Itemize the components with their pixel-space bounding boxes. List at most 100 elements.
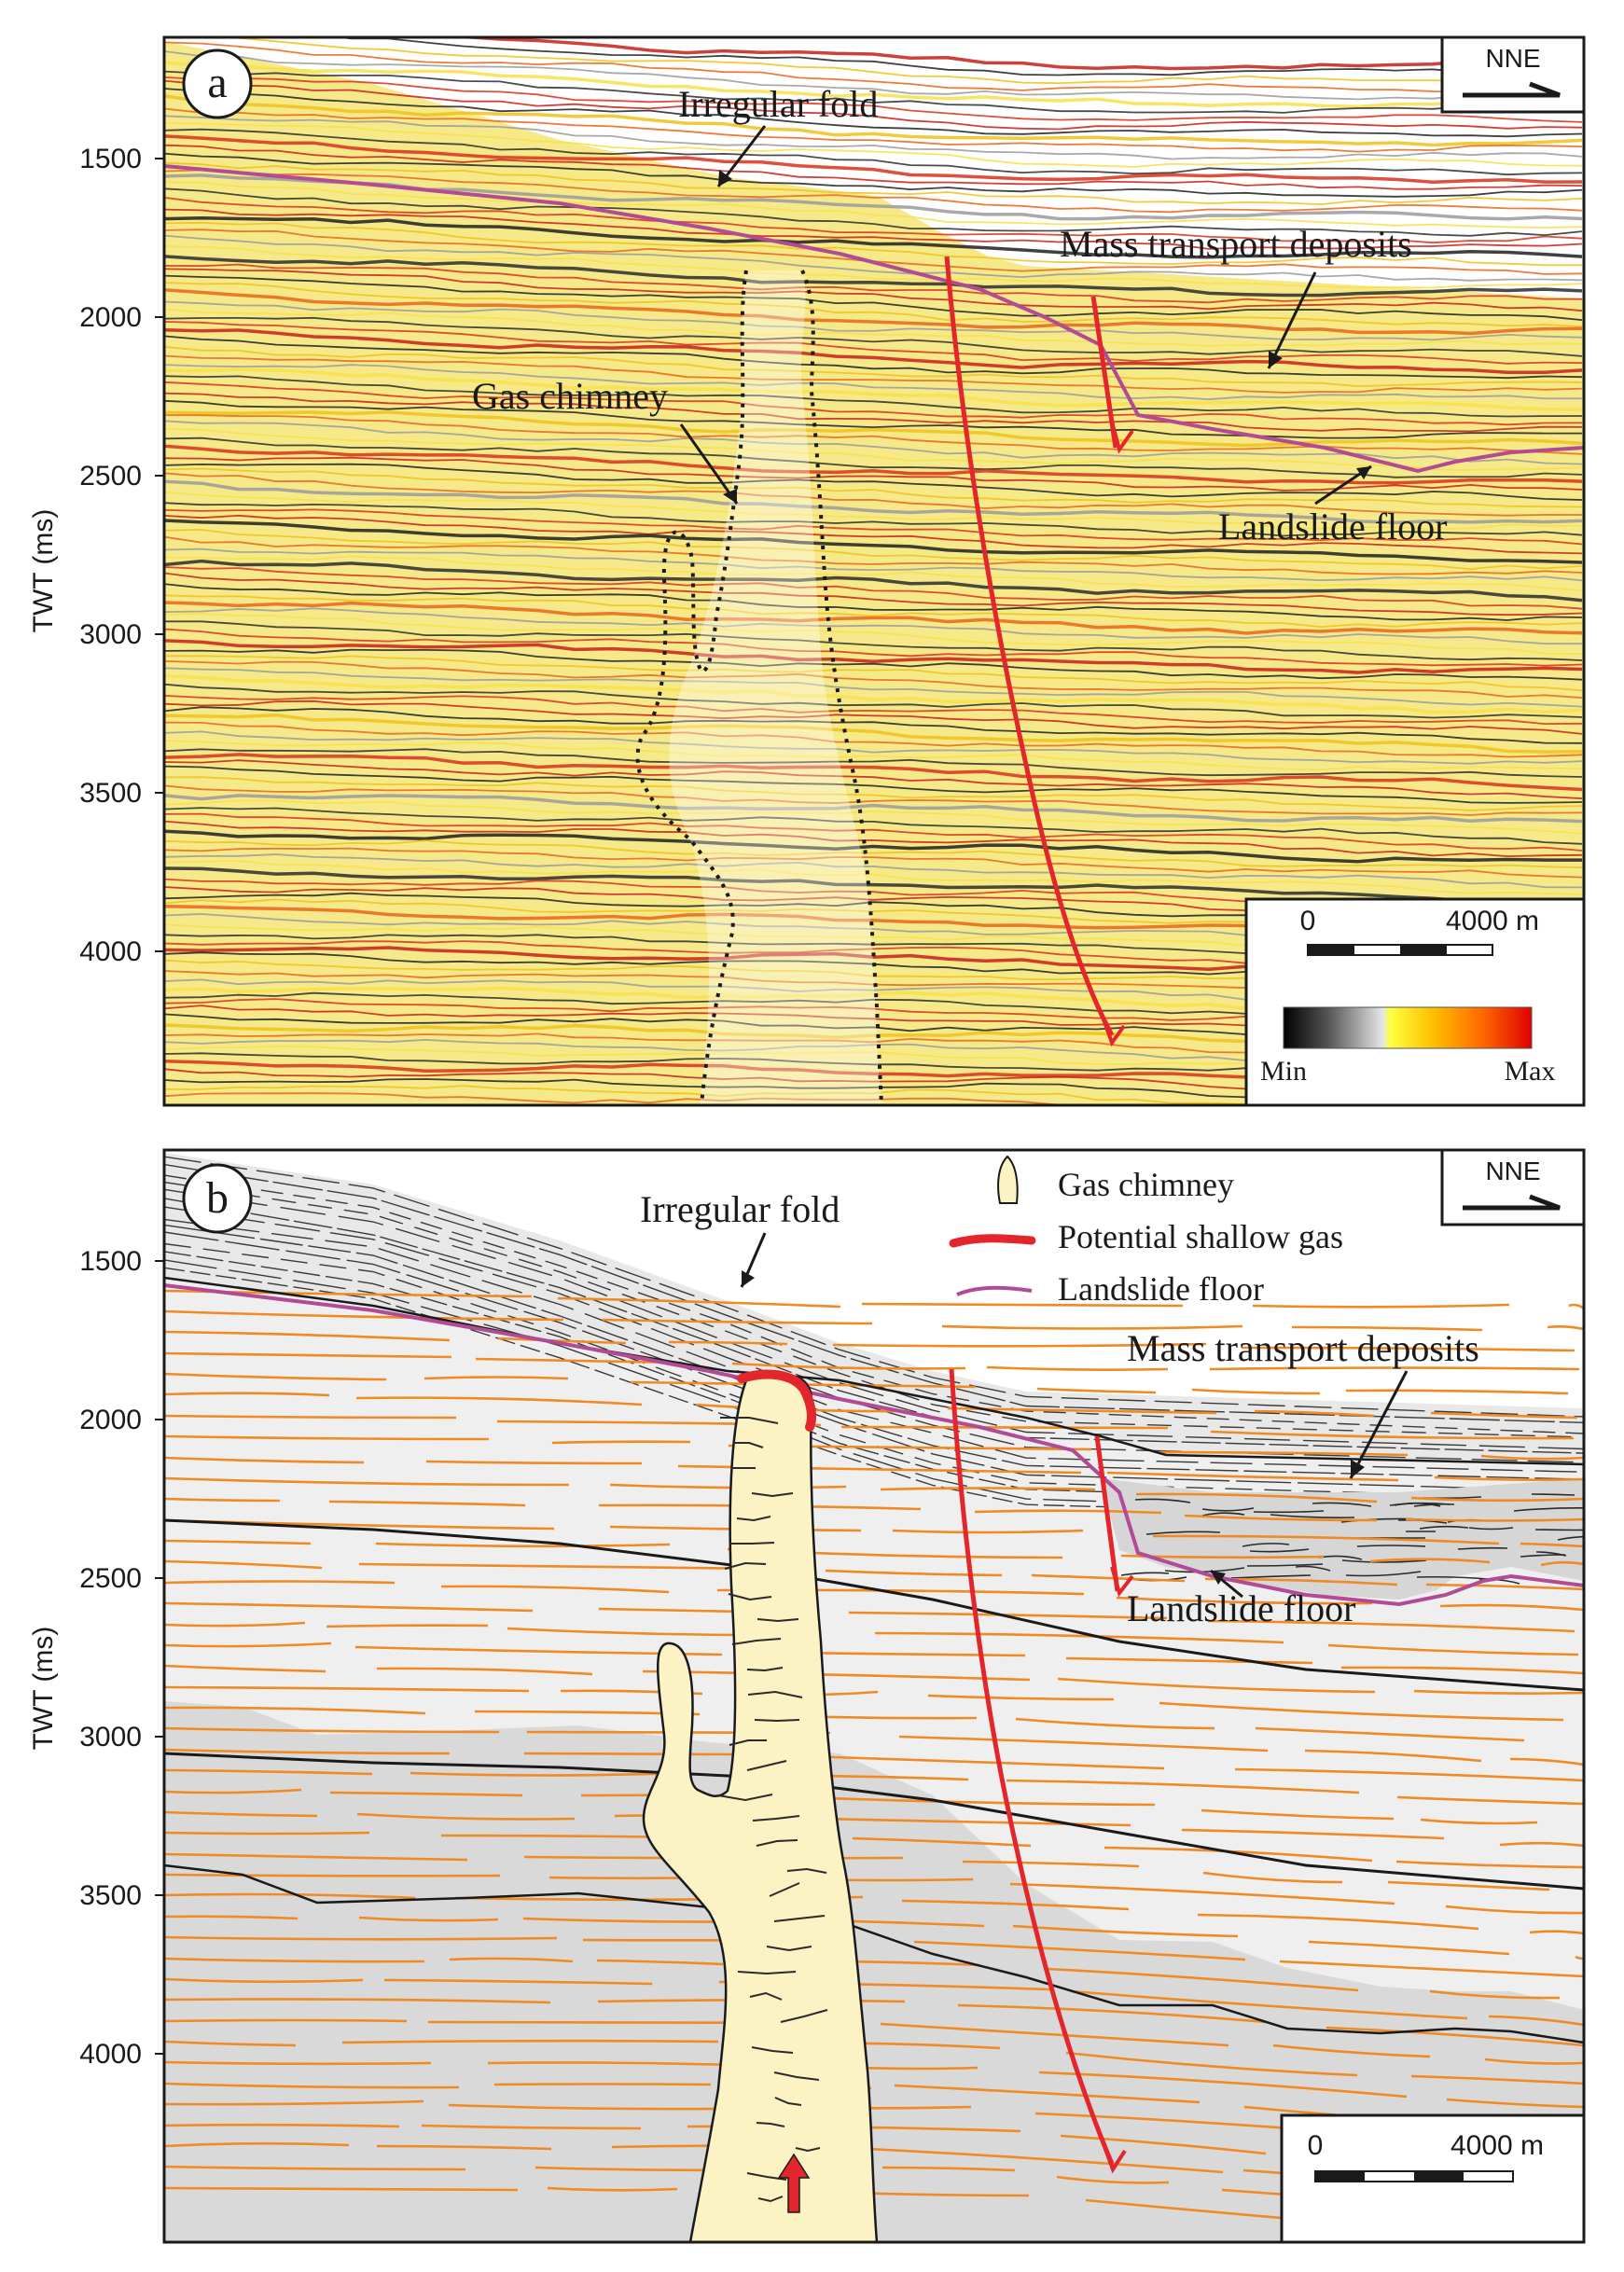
seismic-reflector	[164, 721, 1583, 758]
irregular-fold-package	[164, 1153, 1584, 1464]
seismic-reflector	[164, 820, 1583, 858]
orange-horizon	[164, 2040, 297, 2047]
orange-horizon	[1387, 1880, 1550, 1891]
seismic-reflector	[164, 1085, 1477, 1105]
orange-horizon	[1529, 1930, 1584, 1935]
seismic-reflector	[164, 60, 1583, 108]
axis-a-tick-label: 3500	[79, 778, 142, 809]
orange-horizon	[326, 1624, 489, 1628]
orange-horizon	[1197, 1913, 1479, 1931]
chimney-outline-right	[800, 270, 883, 1105]
seismic-reflector	[164, 673, 1583, 714]
mtd-line	[1457, 1546, 1508, 1550]
orange-horizon	[974, 1509, 1162, 1515]
orange-horizon	[913, 1940, 1246, 1961]
chimney-crack	[729, 1739, 767, 1746]
orange-horizon	[825, 1569, 1003, 1577]
orange-horizon	[731, 1362, 966, 1370]
seismic-reflector	[164, 807, 1583, 845]
chimney-crack	[773, 2071, 820, 2081]
annot-b-mass-transport: Mass transport deposits	[1127, 1327, 1479, 1369]
mtd-line	[1416, 1575, 1489, 1580]
orange-horizon	[1395, 1860, 1584, 1869]
annot-a-fold-arrowhead	[718, 170, 732, 187]
seismic-reflector	[164, 79, 1583, 131]
seismic-reflector	[164, 583, 1583, 621]
orange-horizon	[1429, 1989, 1561, 2000]
orange-horizon	[668, 1340, 788, 1346]
axis-b-tick-label: 4000	[79, 2039, 142, 2070]
orange-horizon	[1291, 1325, 1483, 1332]
orange-horizon	[164, 1726, 500, 1734]
seismic-reflector	[164, 381, 1583, 426]
orange-horizon	[804, 1754, 1165, 1770]
orange-horizon	[164, 1768, 373, 1776]
orange-horizon	[609, 1483, 847, 1489]
seismic-reflector	[164, 765, 1583, 804]
horizon-black-top	[164, 1276, 1584, 1466]
panel-b: b NNE Gas chimney Potential shallow gas …	[28, 1148, 1586, 2244]
orange-horizon	[874, 1631, 1284, 1644]
orange-horizon	[164, 1915, 298, 1920]
orange-horizon	[329, 1791, 523, 1797]
annot-a-chimney-arrowhead	[723, 489, 737, 504]
mtd-line	[1246, 1563, 1324, 1567]
mtd-line	[1164, 1567, 1245, 1573]
orange-horizon	[880, 2022, 1229, 2047]
orange-horizon	[1405, 1517, 1584, 1522]
mtd-line	[1120, 1572, 1170, 1576]
orange-horizon	[1255, 1726, 1525, 1742]
seismic-reflector	[164, 784, 1583, 816]
potential-shallow-gas	[737, 1369, 816, 1432]
seismic-reflector	[164, 776, 1583, 811]
axis-b-tick-label: 1500	[79, 1246, 142, 1277]
orange-horizon	[1056, 2175, 1170, 2184]
seismic-reflector	[164, 839, 1583, 868]
orange-horizon	[383, 1978, 653, 1986]
seismic-reflector	[164, 467, 1583, 508]
orange-horizon	[1191, 1388, 1321, 1395]
orange-horizon	[164, 1642, 332, 1648]
orange-horizon	[328, 1500, 526, 1507]
orange-horizon	[423, 1376, 569, 1380]
orange-horizon	[642, 1669, 1031, 1682]
orange-horizon	[1065, 2051, 1358, 2077]
fault-minor-b	[1094, 1435, 1120, 1592]
legend-shallow-gas-icon	[949, 1234, 1036, 1248]
mtd-line	[1249, 1548, 1310, 1553]
orange-horizon	[164, 1998, 551, 2004]
annot-b-mtd-arrowhead	[1351, 1460, 1365, 1478]
seismic-reflector	[164, 161, 1583, 206]
seismic-reflector	[164, 410, 1583, 448]
seismic-reflector	[164, 354, 1583, 394]
seismic-reflector	[164, 88, 1583, 138]
compass-b-arrow-icon	[1463, 1194, 1561, 1211]
seismic-reflector	[164, 601, 1583, 635]
chimney-crack	[751, 2046, 794, 2054]
seismic-reflector	[164, 829, 1582, 864]
seismic-reflector	[164, 41, 1583, 93]
annot-a-mtd-leader	[1267, 271, 1317, 369]
orange-horizon	[848, 1611, 1168, 1620]
orange-horizon	[1369, 1558, 1491, 1564]
orange-horizon	[358, 1916, 499, 1922]
chimney-crack	[746, 1760, 787, 1771]
seismic-reflector	[164, 428, 1583, 471]
seismic-reflector	[164, 263, 1583, 304]
seismic-reflector	[451, 37, 1583, 71]
orange-horizon	[1326, 2026, 1584, 2047]
orange-horizon	[164, 1559, 323, 1570]
seismic-reflector	[164, 245, 1583, 289]
orange-horizon	[901, 1899, 1130, 1911]
seismic-reflector	[164, 375, 1583, 418]
orange-horizon	[523, 1752, 736, 1756]
seismic-reflector	[164, 613, 1583, 655]
seismic-reflector	[164, 572, 1583, 616]
seismic-reflector	[164, 555, 1583, 591]
orange-horizon	[1345, 1389, 1569, 1395]
mtd-line	[1253, 1510, 1325, 1514]
orange-horizon	[1488, 2015, 1584, 2027]
